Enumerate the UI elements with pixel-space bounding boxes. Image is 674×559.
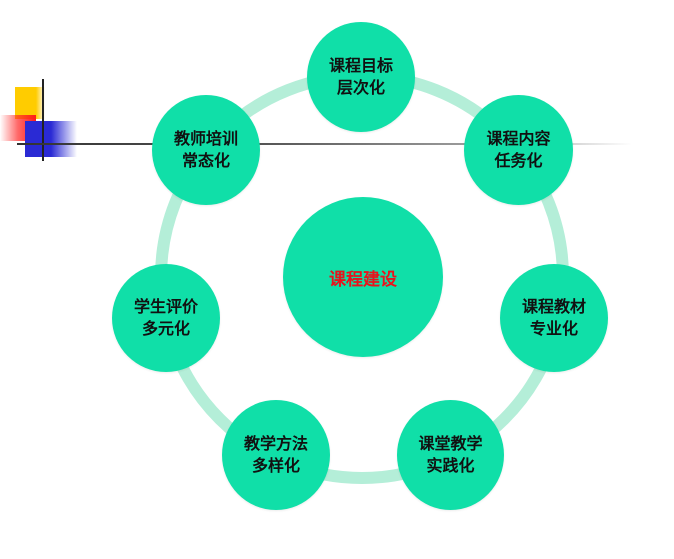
slide-ornament-blue-square xyxy=(25,121,77,157)
node-label-line1: 课程目标 xyxy=(328,56,393,75)
node-teaching-methods: 教学方法 多样化 xyxy=(222,400,330,510)
node-label-line2: 专业化 xyxy=(529,319,578,338)
node-label-line2: 多样化 xyxy=(251,456,300,475)
node-label-line1: 课堂教学 xyxy=(418,434,483,453)
node-label-line2: 实践化 xyxy=(426,456,475,475)
center-node-label: 课程建设 xyxy=(329,269,397,290)
node-course-materials: 课程教材 专业化 xyxy=(500,264,608,372)
node-course-objectives: 课程目标 层次化 xyxy=(307,22,415,132)
node-label-line2: 多元化 xyxy=(141,319,190,338)
node-label-line2: 层次化 xyxy=(336,78,385,97)
center-node: 课程建设 xyxy=(283,197,443,357)
node-student-evaluation: 学生评价 多元化 xyxy=(112,264,220,372)
slide-ornament-yellow-square xyxy=(15,87,45,119)
node-teacher-training: 教师培训 常态化 xyxy=(152,95,260,205)
slide-ornament-vertical-line xyxy=(42,79,44,161)
node-label-line1: 学生评价 xyxy=(133,297,198,316)
node-label-line1: 教师培训 xyxy=(173,129,238,148)
node-course-content: 课程内容 任务化 xyxy=(464,95,573,205)
slide-title-rule xyxy=(17,143,632,145)
node-label-line1: 课程教材 xyxy=(521,297,586,316)
node-label-line1: 教学方法 xyxy=(243,434,308,453)
node-label-line1: 课程内容 xyxy=(486,129,551,148)
node-classroom-teaching: 课堂教学 实践化 xyxy=(397,400,504,510)
node-label-line2: 常态化 xyxy=(181,151,230,170)
node-label-line2: 任务化 xyxy=(494,151,543,170)
